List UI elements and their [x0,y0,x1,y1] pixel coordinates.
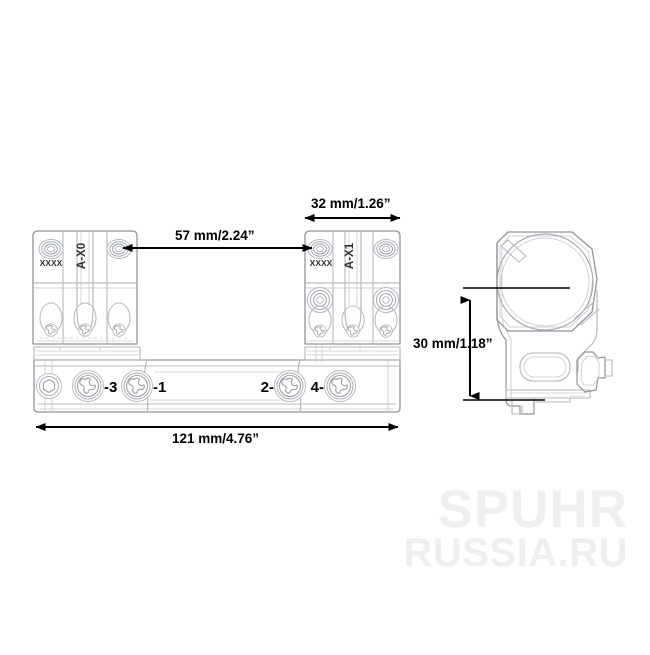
front-view-text: A-X0 XXXX A-X1 XXXX -3 -1 2- 4- [40,242,356,396]
right-ring-label: A-X1 [344,242,356,269]
side-view [496,231,613,415]
screw-label-3: -3 [104,379,117,396]
left-ring-front [32,230,138,345]
dimension-lines [35,214,570,431]
dim-label-ring-height: 30 mm/1.18” [413,336,493,351]
dim-label-ring-spacing: 57 mm/2.24” [175,228,255,243]
front-view [32,230,401,413]
screw-label-4: 4- [311,379,324,396]
screw-label-2: 2- [261,379,274,396]
dim-label-ring-width: 32 mm/1.26” [311,196,391,211]
base-screws [36,369,357,403]
screw-2 [273,369,307,403]
left-ring-serial: XXXX [40,258,63,268]
screw-1 [120,369,154,403]
screw-4 [323,369,357,403]
right-ring-serial: XXXX [310,258,333,268]
watermark-line-2: RUSSIA.RU [403,531,628,576]
watermark: SPUHR RUSSIA.RU [403,480,628,576]
watermark-line-1: SPUHR [437,480,628,540]
left-ring-label: A-X0 [76,243,88,269]
base-top-flange [33,344,401,363]
screw-3 [71,369,105,403]
screw-label-1: -1 [153,379,166,396]
right-ring-front [304,230,401,345]
dim-label-total-length: 121 mm/4.76” [172,431,260,446]
